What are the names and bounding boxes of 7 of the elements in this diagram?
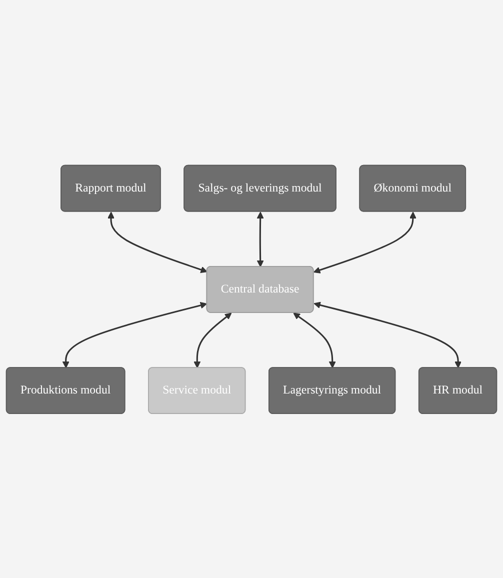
arrow [256, 211, 264, 267]
arrow [194, 312, 232, 368]
arrow [293, 312, 336, 368]
arrow [108, 211, 208, 273]
arrow [313, 211, 416, 273]
arrow [62, 302, 208, 368]
arrow [314, 301, 462, 368]
